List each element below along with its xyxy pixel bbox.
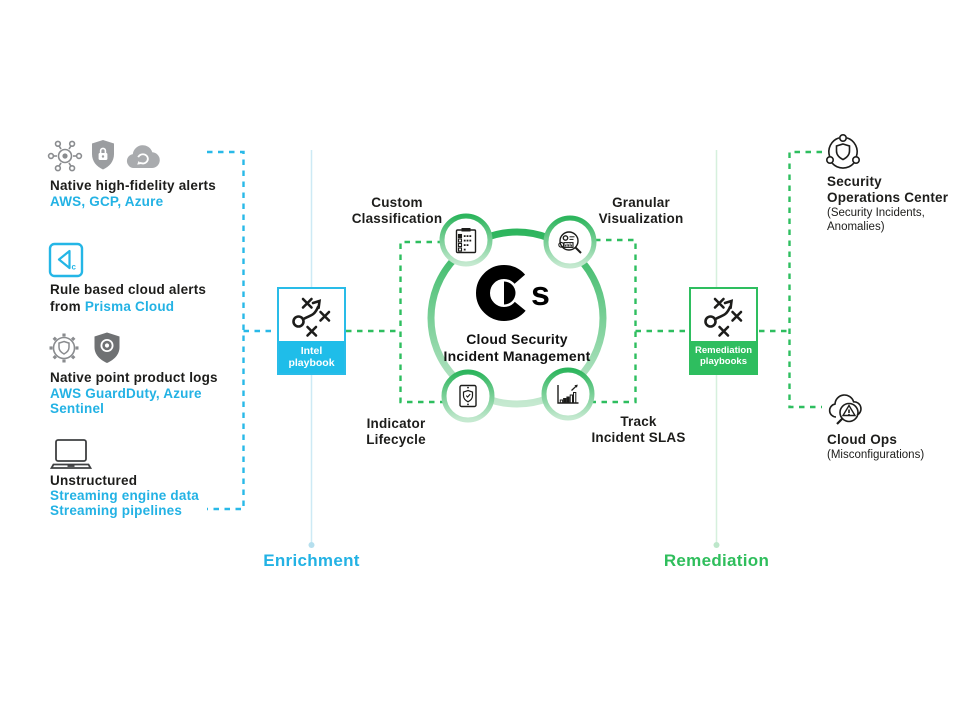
capability-line2: Classification — [351, 211, 443, 227]
source-point-product-sub2: Sentinel — [50, 401, 105, 416]
center-title: Cloud Security Incident Management — [427, 331, 607, 364]
source-unstructured-title: Unstructured — [50, 473, 138, 488]
custom-classification-icon — [455, 227, 477, 259]
capability-granular-visualization: Granular Visualization — [570, 195, 712, 227]
capability-line1: Granular — [612, 195, 670, 210]
source-native-alerts-icons — [46, 138, 84, 179]
intel-playbook-box: Intel playbook — [277, 287, 346, 375]
capability-line1: Indicator — [366, 416, 426, 431]
shield-eye-icon — [92, 331, 122, 370]
lifecycle-ring — [427, 228, 607, 408]
center-title-line2: Incident Management — [443, 347, 591, 364]
soc-subtitle-line1: (Security Incidents, — [827, 207, 925, 219]
remediation-rail-dot — [713, 542, 720, 548]
cloud-sync-icon — [124, 144, 160, 175]
capability-custom-classification: Custom Classification — [327, 195, 467, 227]
remediation-lane-label: Remediation — [663, 551, 770, 570]
remediation-playbooks-box: Remediation playbooks — [689, 287, 758, 375]
capability-line1: Custom — [371, 195, 423, 210]
xsoar-logo-icon: s — [474, 264, 562, 327]
green-dashed-connectors — [346, 150, 822, 409]
soc-title-line2: Operations Center — [827, 190, 949, 205]
capability-track-incident-slas: Track Incident SLAS — [566, 414, 711, 446]
intel-playbook-label-line2: playbook — [288, 357, 335, 369]
rule-based-prefix: from — [50, 299, 81, 314]
center-title-line1: Cloud Security — [466, 331, 568, 347]
laptop-icon — [48, 438, 94, 477]
capability-line1: Track — [620, 414, 657, 429]
playbook-strategy-icon — [703, 297, 742, 337]
prisma-cloud-icon: c — [48, 242, 84, 283]
playbook-strategy-icon — [291, 297, 330, 337]
enrichment-rail-dot — [308, 542, 315, 548]
granular-visualization-node — [543, 215, 597, 269]
source-rule-based-title: Rule based cloud alerts — [50, 282, 207, 297]
cloud-ops-icon — [824, 390, 874, 439]
track-incident-slas-icon — [555, 382, 581, 411]
cyan-dashed-connectors — [207, 150, 276, 511]
hub-alert-icon — [47, 140, 83, 172]
enrichment-lane-label: Enrichment — [263, 551, 360, 570]
capability-line2: Lifecycle — [366, 432, 426, 448]
gear-shield-icon — [46, 330, 82, 371]
shield-lock-icon — [90, 139, 116, 176]
source-native-alerts-title: Native high-fidelity alerts — [50, 178, 216, 193]
svg-text:c: c — [72, 263, 77, 272]
source-unstructured-sub2: Streaming pipelines — [50, 503, 183, 518]
intel-playbook-label: Intel playbook — [279, 341, 344, 373]
cloud-ops-title: Cloud Ops — [827, 432, 898, 447]
source-unstructured-sub1: Streaming engine data — [50, 488, 199, 503]
source-point-product-title: Native point product logs — [50, 370, 218, 385]
custom-classification-node — [439, 213, 493, 267]
source-native-alerts-subtitle: AWS, GCP, Azure — [50, 194, 164, 209]
capability-line2: Incident SLAS — [591, 430, 686, 446]
rule-based-highlight: Prisma Cloud — [84, 299, 175, 314]
logo-letter: s — [531, 275, 550, 313]
soc-subtitle-line2: Anomalies) — [827, 221, 885, 233]
track-incident-slas-node — [541, 367, 595, 421]
capability-line2: Visualization — [598, 211, 684, 227]
soc-title-line1: Security — [827, 174, 882, 189]
capability-indicator-lifecycle: Indicator Lifecycle — [326, 416, 466, 448]
intel-playbook-label-line1: Intel — [300, 344, 323, 357]
soc-icon — [822, 130, 864, 177]
indicator-lifecycle-icon — [457, 383, 479, 414]
remediation-playbooks-label-line1: Remediation — [694, 345, 752, 357]
remediation-playbooks-label-line2: playbooks — [700, 356, 747, 367]
remediation-playbooks-label: Remediation playbooks — [691, 341, 756, 373]
cloud-ops-subtitle: (Misconfigurations) — [827, 449, 925, 461]
source-point-product-sub1: AWS GuardDuty, Azure — [50, 386, 202, 401]
granular-visualization-icon — [556, 230, 584, 261]
